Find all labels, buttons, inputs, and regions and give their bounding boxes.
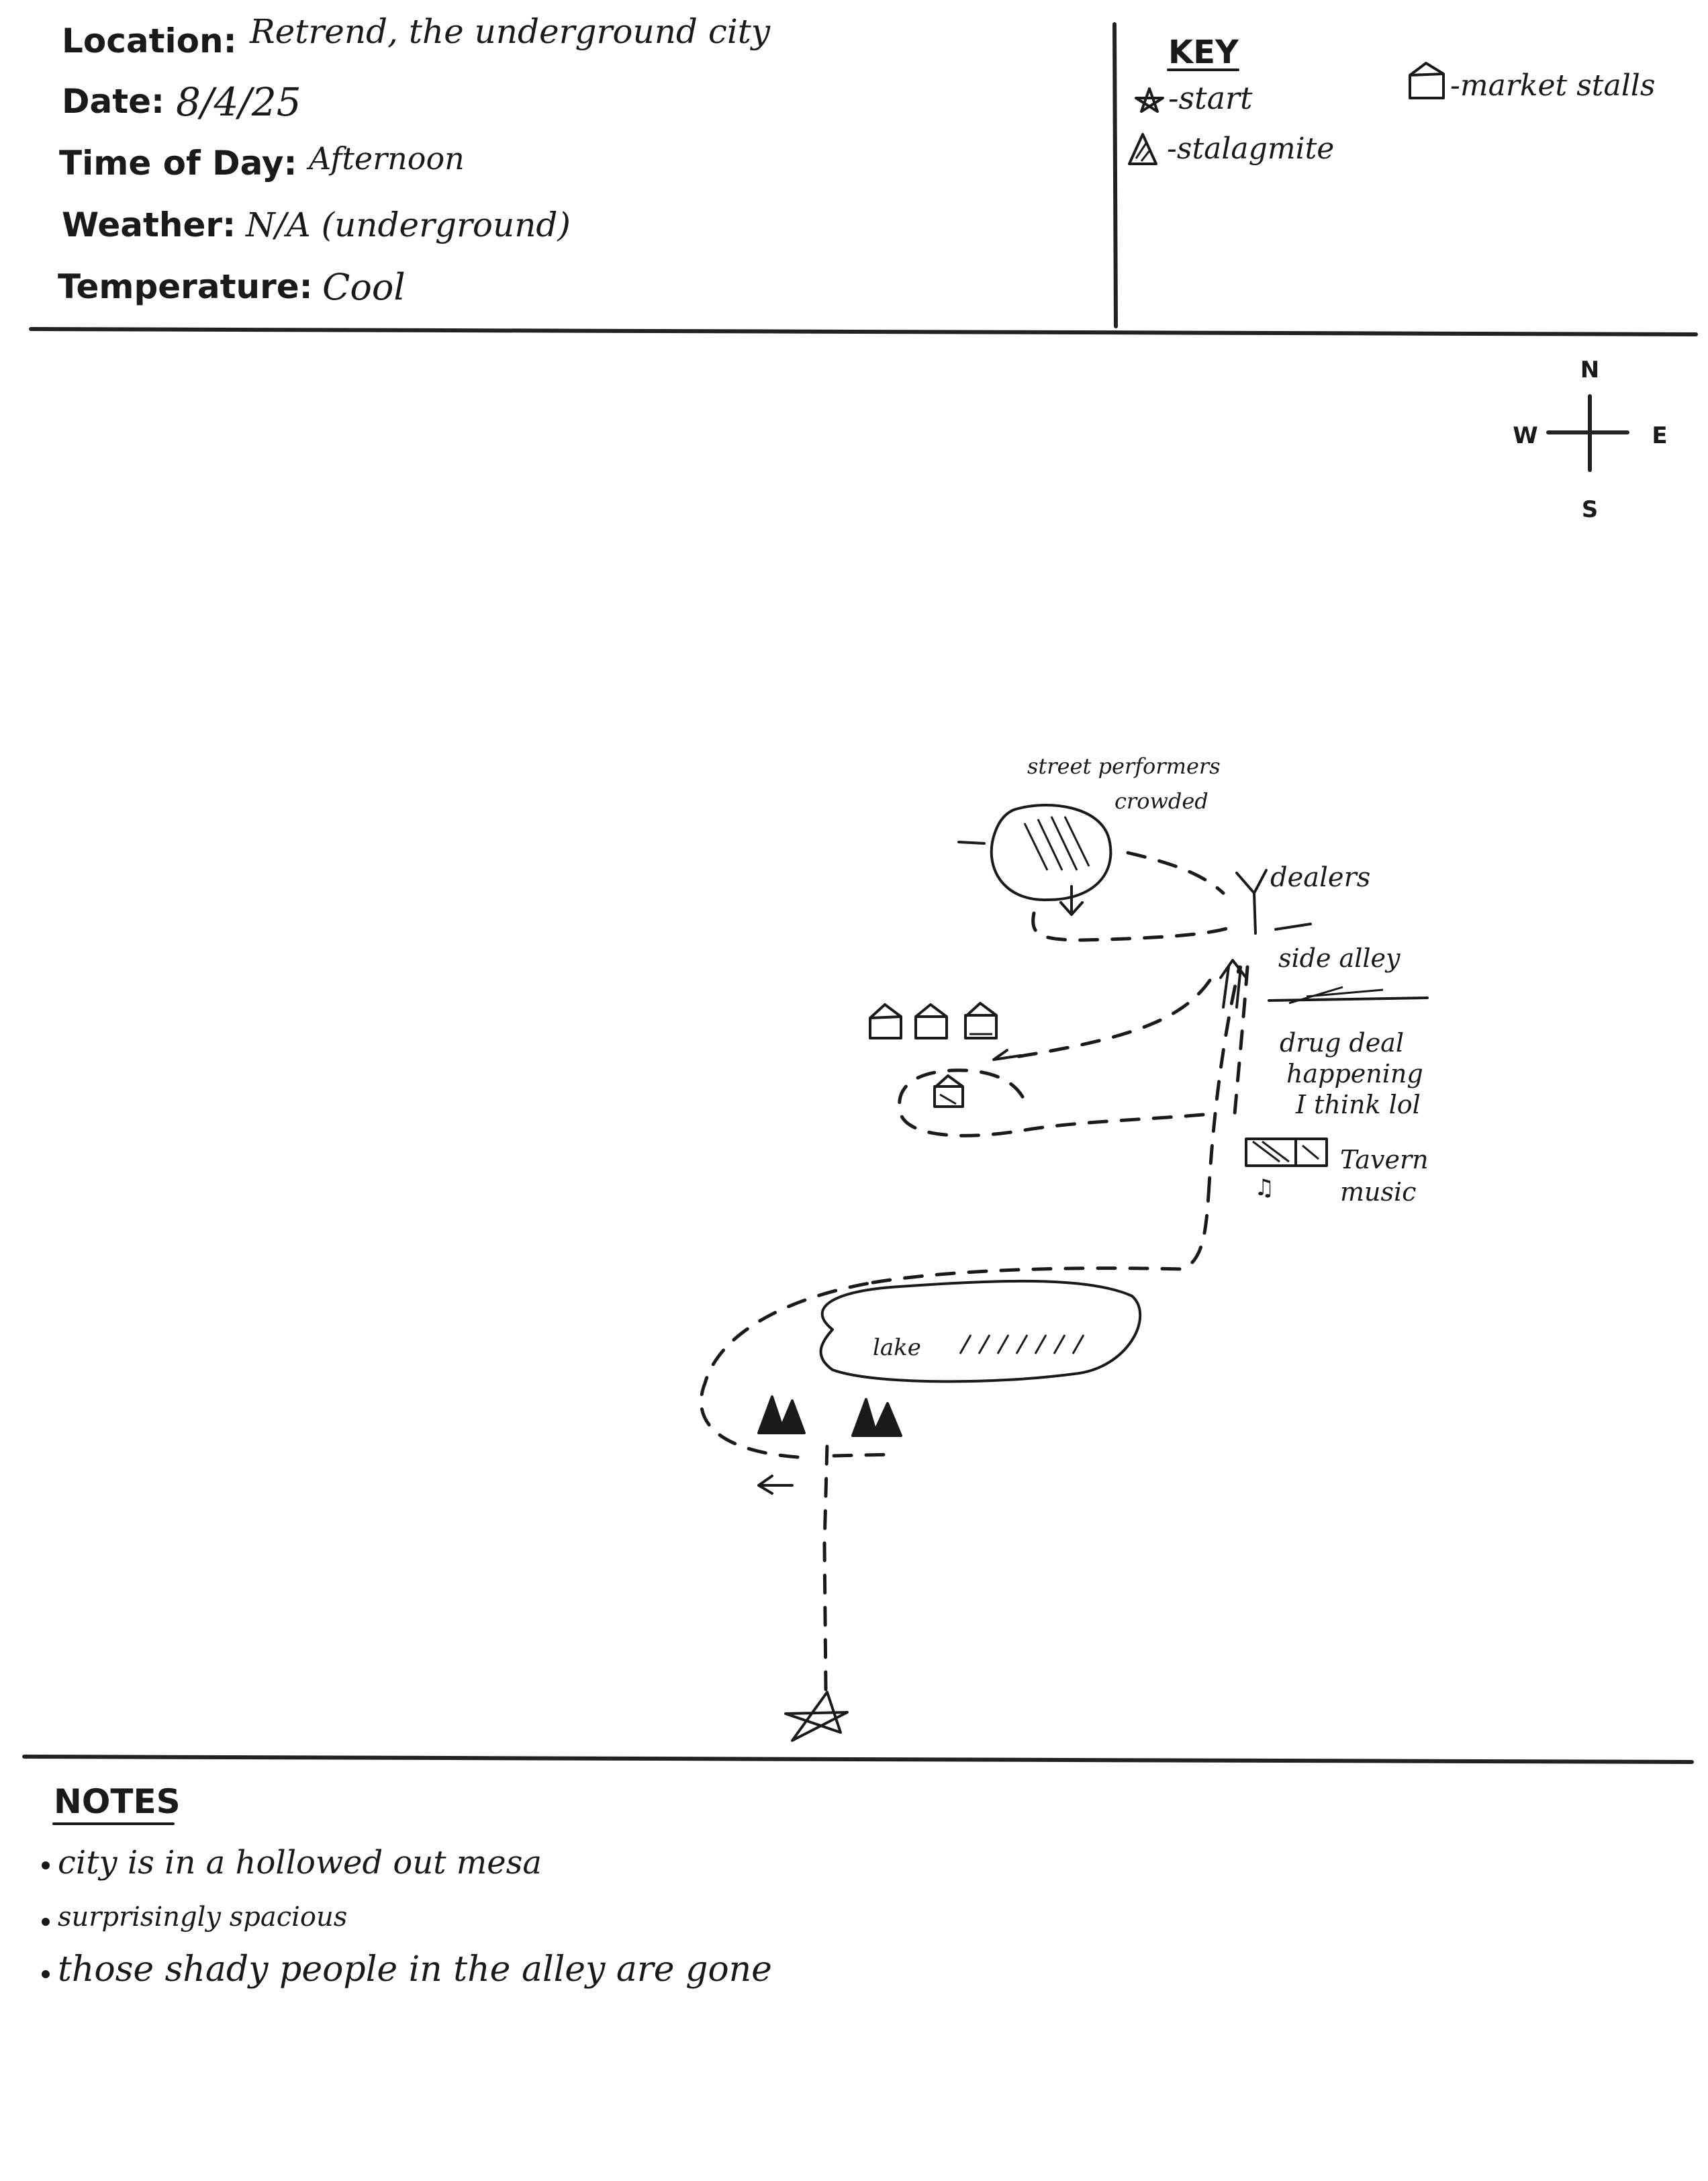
street-performers-circle [990, 803, 1112, 902]
compass-rose: N E S W [1513, 357, 1667, 523]
path-arrow-market [992, 1049, 1022, 1061]
stalagmite-cluster-left [757, 1395, 806, 1434]
compass-east: E [1652, 422, 1667, 449]
performers-dash-mark [957, 841, 986, 845]
time-of-day-label: Time of Day: [59, 144, 297, 183]
tavern-label: Tavern [1340, 1145, 1429, 1174]
market-stall-icon-1 [869, 1003, 902, 1039]
path-performers-to-dealers [1031, 911, 1231, 942]
path-around-lake-west [699, 1281, 875, 1459]
path-arrow-north [1219, 959, 1247, 1009]
path-alley-branch [1232, 965, 1249, 1123]
market-stall-icon [1409, 62, 1445, 99]
lake-outline [819, 1279, 1142, 1383]
note-item-3: those shady people in the alley are gone [58, 1949, 772, 1990]
drug-deal-label: drug deal [1280, 1028, 1404, 1058]
lake-label: lake [873, 1334, 921, 1361]
compass-west: W [1513, 422, 1538, 449]
header-section: Location: Retrend, the underground city … [58, 12, 771, 308]
date-value: 8/4/25 [176, 79, 301, 125]
key-market-stalls-label: -market stalls [1450, 68, 1655, 103]
date-label: Date: [62, 82, 164, 121]
dealers-dash-mark [1274, 923, 1312, 931]
compass-north: N [1580, 357, 1599, 383]
note-bullet-1 [42, 1861, 50, 1869]
path-start-north [822, 1442, 829, 1691]
path-lake-to-tavern [871, 1193, 1211, 1285]
street-performers-label: street performers [1027, 753, 1221, 779]
compass-south: S [1582, 496, 1599, 523]
path-north-to-alley [1206, 965, 1241, 1197]
weather-label: Weather: [62, 205, 236, 244]
star-icon [1135, 87, 1164, 113]
market-stall-icon-4 [933, 1074, 964, 1108]
drug-deal-note-label: I think lol [1295, 1090, 1421, 1119]
note-item-2: surprisingly spacious [58, 1902, 347, 1933]
stalagmite-cluster-right [851, 1398, 902, 1437]
header-bottom-rule [29, 327, 1698, 336]
notes-section: NOTES city is in a hollowed out mesa sur… [42, 1782, 772, 1990]
music-note-icon: ♫ [1254, 1174, 1274, 1201]
stalagmite-icon [1128, 133, 1157, 165]
header-vertical-divider [1112, 22, 1118, 328]
location-value: Retrend, the underground city [249, 12, 771, 51]
weather-value: N/A (underground) [245, 205, 571, 244]
location-label: Location: [62, 21, 237, 60]
performers-arrow-icon [1059, 885, 1084, 916]
path-market-loop [898, 1068, 1205, 1138]
path-alley-to-market [1005, 978, 1212, 1060]
tavern-music-label: music [1340, 1177, 1416, 1207]
path-circle-east [1126, 851, 1225, 895]
map-area: lake ♫ Tavern music side alley drug deal… [699, 753, 1429, 1742]
tavern-icon [1245, 1138, 1328, 1167]
notes-title: NOTES [54, 1782, 181, 1821]
temperature-label: Temperature: [58, 267, 313, 306]
notes-top-rule [22, 1755, 1694, 1764]
path-arrow-west [757, 1475, 794, 1495]
start-star-icon [784, 1691, 849, 1742]
key-section: KEY -start -stalagmite -market stalls [1128, 34, 1655, 166]
drug-deal-happening-label: happening [1286, 1059, 1423, 1088]
note-bullet-3 [42, 1970, 50, 1978]
note-item-1: city is in a hollowed out mesa [58, 1844, 542, 1882]
dealers-arrow-icon [1235, 869, 1268, 935]
note-bullet-2 [42, 1918, 50, 1926]
lake-hatching [959, 1334, 1085, 1354]
time-of-day-value: Afternoon [306, 140, 465, 177]
key-start-label: -start [1168, 80, 1253, 116]
temperature-value: Cool [322, 266, 406, 308]
key-title: KEY [1168, 34, 1239, 71]
side-alley-label: side alley [1278, 943, 1401, 973]
key-stalagmite-label: -stalagmite [1167, 132, 1334, 166]
dealers-label: dealers [1270, 862, 1370, 893]
street-performers-hatching [1023, 816, 1090, 871]
market-stall-icon-3 [964, 1002, 998, 1039]
crowded-label: crowded [1114, 788, 1208, 814]
market-stall-icon-2 [914, 1003, 948, 1039]
path-stalagmite-junction [832, 1452, 895, 1458]
side-alley-hatch [1268, 986, 1429, 1005]
